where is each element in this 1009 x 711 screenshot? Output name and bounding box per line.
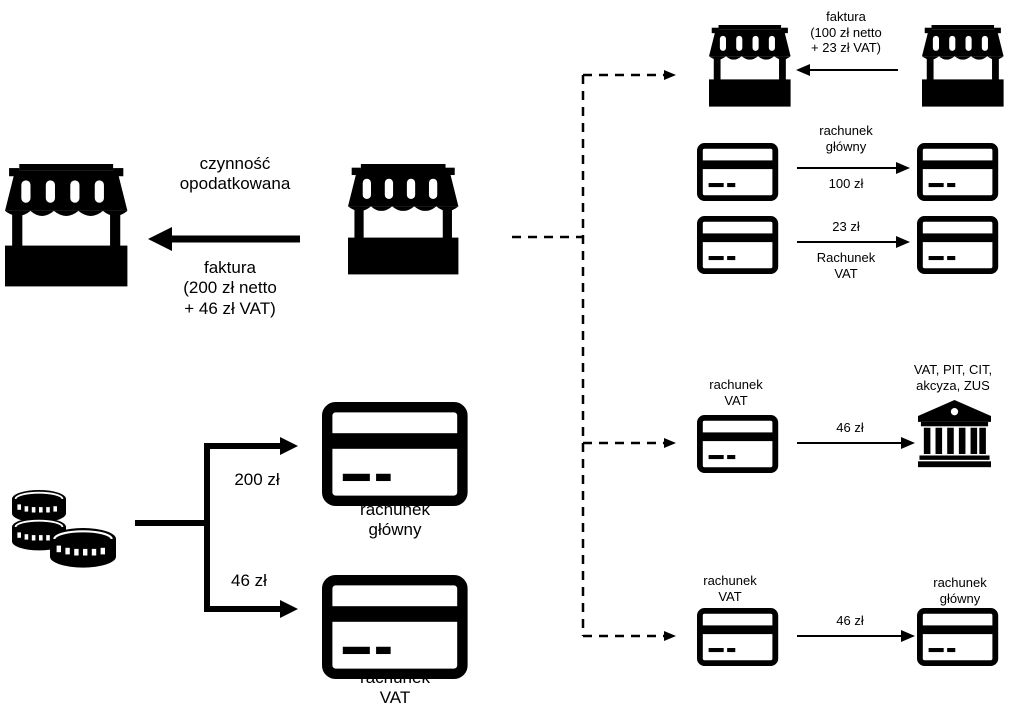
taxes-amount: 46 zł xyxy=(836,420,864,435)
company-store-icon xyxy=(709,25,791,107)
vat-account-card-icon xyxy=(327,580,462,674)
transfer-main-card-icon xyxy=(920,611,995,663)
taxable-service-label: czynność opodatkowana xyxy=(179,154,291,194)
transfer-to-label: rachunek główny xyxy=(933,575,987,606)
transfer-amount: 46 zł xyxy=(836,613,864,628)
split-vat-amount: 46 zł xyxy=(231,571,267,590)
taxes-from-label: rachunek VAT xyxy=(709,377,763,408)
purchase-vat-account-label: Rachunek VAT xyxy=(816,250,876,281)
dashed-connectors xyxy=(512,73,666,638)
coins-icon xyxy=(11,489,118,569)
supplier-main-card-icon xyxy=(920,146,995,198)
tax-office-bank-icon xyxy=(918,400,991,468)
purchase-invoice-label: faktura (100 zł netto + 23 zł VAT) xyxy=(810,9,882,56)
company-vat-card-icon xyxy=(700,219,775,271)
payment-split-arrows xyxy=(135,437,298,618)
main-account-card-icon xyxy=(327,407,462,501)
main-account-label: rachunek główny xyxy=(360,500,430,540)
supplier-vat-card-icon xyxy=(920,219,995,271)
purchase-vat-amount: 23 zł xyxy=(832,219,860,234)
seller-store-icon xyxy=(348,164,459,275)
company-main-card-icon xyxy=(700,146,775,198)
purchase-main-amount: 100 zł xyxy=(828,176,864,191)
purchase-main-account-label: rachunek główny xyxy=(819,123,873,154)
sales-invoice-label: faktura (200 zł netto + 46 zł VAT) xyxy=(183,258,277,318)
buyer-store-icon xyxy=(5,164,128,287)
dashed-arrowheads xyxy=(664,70,676,641)
transfer-vat-card-icon xyxy=(700,611,775,663)
invoice-arrowhead xyxy=(148,227,172,251)
vat-account-label: rachunek VAT xyxy=(360,668,430,708)
supplier-store-icon xyxy=(922,25,1004,107)
transfer-from-label: rachunek VAT xyxy=(703,573,757,604)
taxes-destination-label: VAT, PIT, CIT, akcyza, ZUS xyxy=(913,362,993,393)
taxes-vat-card-icon xyxy=(700,418,775,470)
split-main-amount: 200 zł xyxy=(234,470,280,489)
